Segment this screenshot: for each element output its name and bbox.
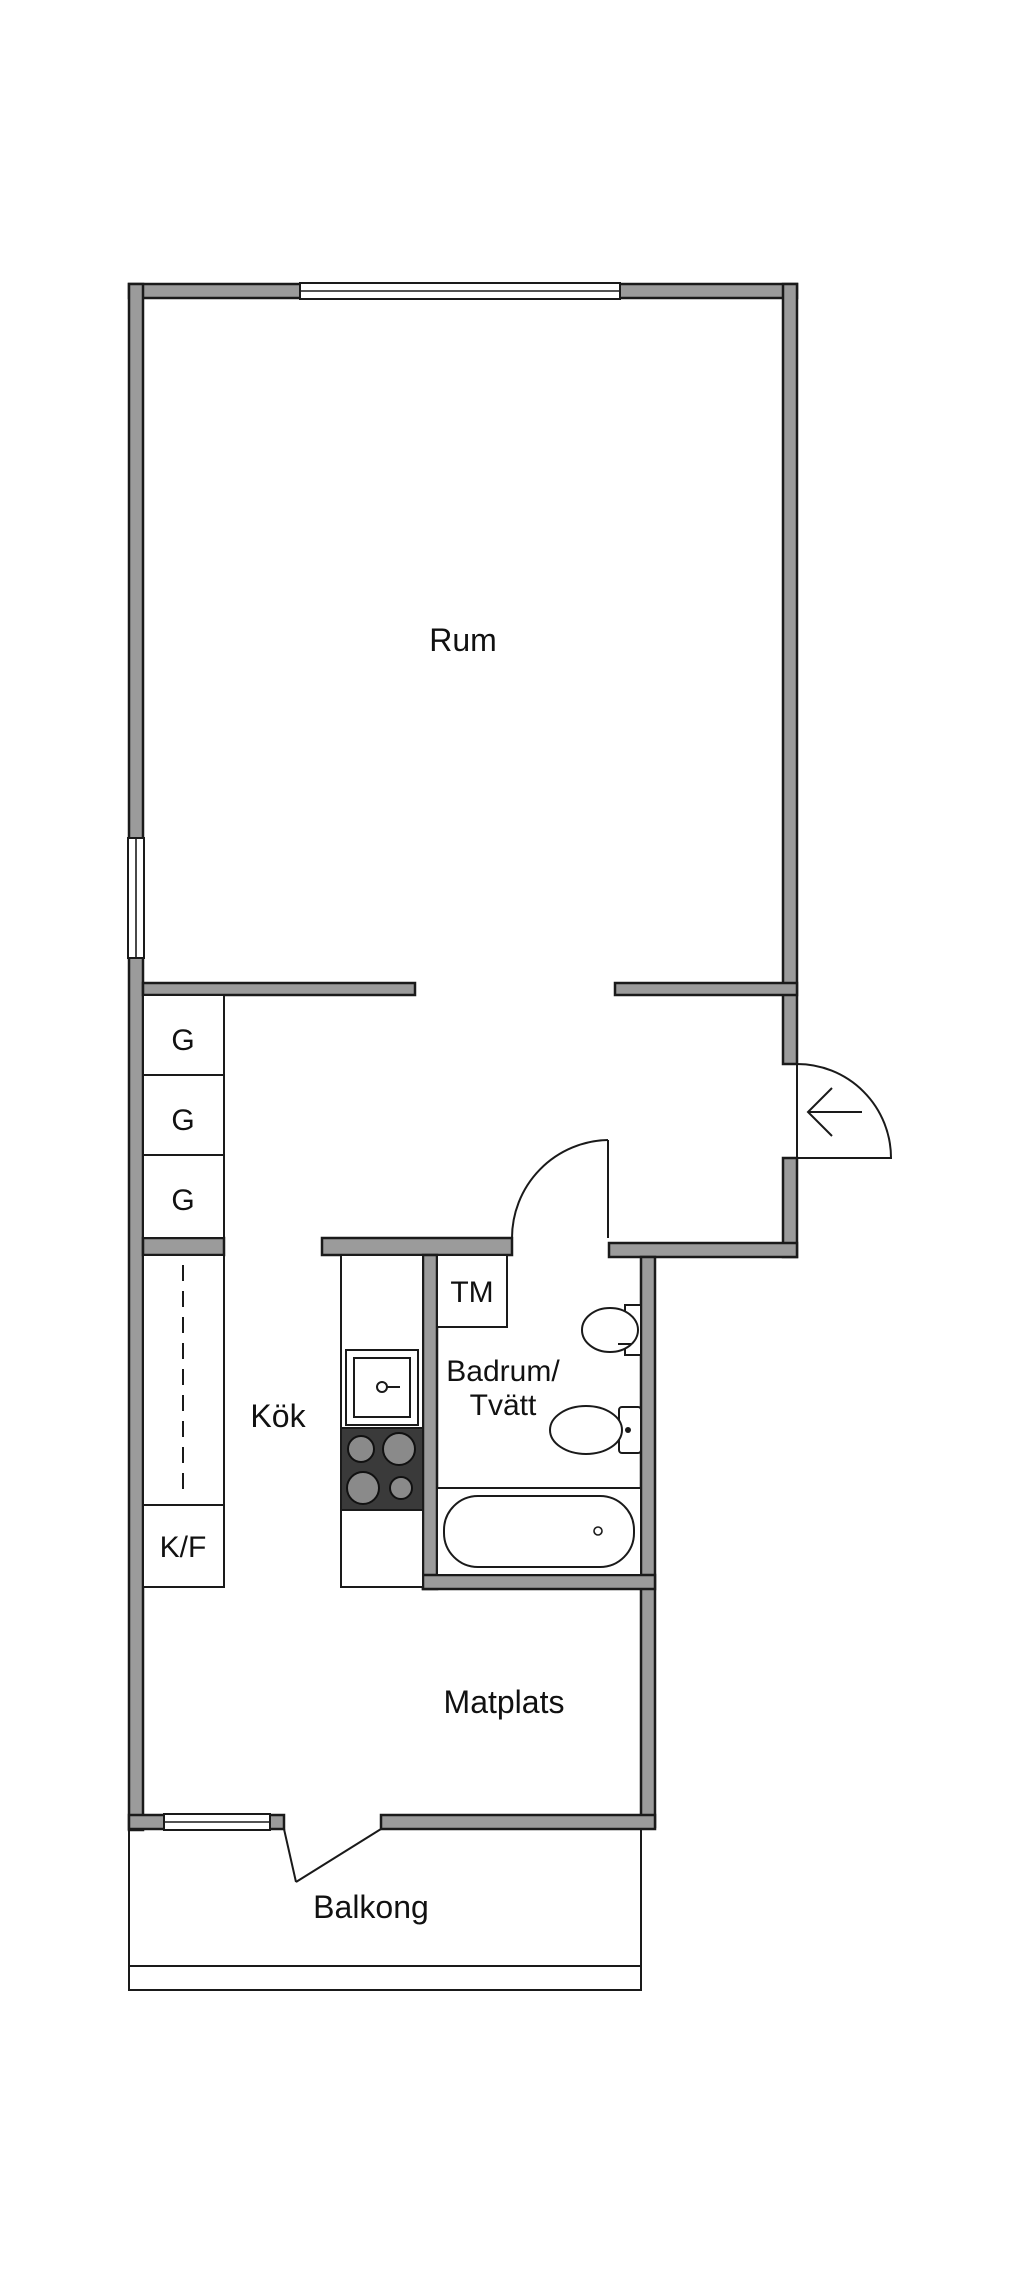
wall-bath-top [320,1236,514,1257]
wall-left [127,282,145,1832]
wardrobe-1-label: G [171,1024,194,1057]
bathtub-drain-icon [593,1526,603,1536]
balcony-door-leaf [283,1828,297,1883]
room-label-tvatt: Tvätt [470,1389,537,1422]
doors [283,1063,893,1883]
toilet-bowl [549,1405,623,1455]
wardrobe-2-label: G [171,1104,194,1137]
wardrobe-1 [142,994,225,1076]
wall-partition-right [613,981,799,997]
bathroom-fixtures [436,1254,642,1576]
wall-bath-bottom [421,1573,657,1591]
room-label-balkong: Balkong [313,1889,429,1925]
wall-bath-left [421,1253,439,1591]
room-label-matplats: Matplats [444,1684,565,1720]
wall-wardrobe-divider [141,1236,226,1257]
wall-bottom-right [379,1813,657,1831]
balcony-railing [128,1965,642,1991]
stove-burner-2-icon [382,1432,416,1466]
washbasin [581,1307,639,1353]
entrance-arrow-icon [806,1087,862,1137]
bath-door-swing [511,1139,609,1239]
toilet-flush-icon [625,1427,631,1433]
washing-machine-label: TM [450,1276,493,1309]
windows [127,282,621,1831]
wall-hall-bottom [607,1241,799,1259]
labels: Rum Kök Badrum/ Tvätt Matplats Balkong G… [160,622,565,1925]
wardrobe-2 [142,1074,225,1156]
sink-drain-icon [376,1381,388,1393]
balcony [128,1829,642,1991]
room-label-badrum: Badrum/ [446,1355,560,1388]
wall-partition-left [141,981,417,997]
stove-burner-1-icon [347,1435,375,1463]
fridge-freezer [142,1504,225,1588]
fridge-freezer-label: K/F [160,1531,207,1564]
stove-burner-3-icon [346,1471,380,1505]
stove-burner-4-icon [389,1476,413,1500]
wardrobe-3-label: G [171,1184,194,1217]
wardrobes [142,994,225,1239]
walls [127,282,799,1832]
balcony-door-swing [295,1828,382,1883]
kitchen-right [340,1254,424,1588]
wall-bath-right [639,1255,657,1829]
wall-right-upper [781,282,799,1066]
kitchen-left [142,1254,225,1588]
washing-machine [436,1254,508,1328]
room-label-kok: Kök [250,1398,306,1434]
wardrobe-3 [142,1154,225,1239]
room-label-rum: Rum [429,622,497,658]
entrance-door-swing [796,1063,893,1159]
bathtub-basin [443,1495,635,1568]
